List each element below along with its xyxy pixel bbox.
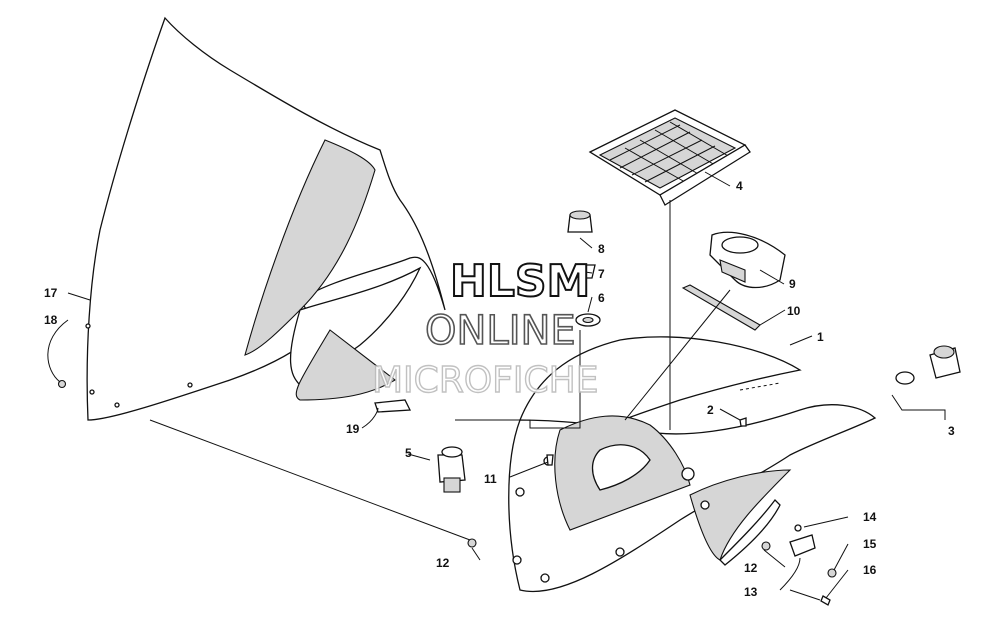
callout-12-left: 12 — [436, 556, 450, 570]
leader-lines — [47, 171, 946, 601]
bracket-part-19 — [374, 399, 412, 413]
nut-part-15 — [827, 568, 837, 578]
callout-15: 15 — [863, 537, 877, 551]
callout-7: 7 — [598, 267, 605, 281]
callout-18: 18 — [44, 313, 58, 327]
callout-11: 11 — [484, 472, 497, 486]
watermark-line-2: ONLINE — [425, 308, 576, 354]
hood-panel — [508, 336, 877, 593]
screw-part-16 — [820, 595, 831, 606]
callout-13: 13 — [744, 585, 758, 599]
callout-5: 5 — [405, 446, 412, 460]
screw-part-11 — [546, 454, 554, 466]
screw-part-2 — [739, 417, 747, 427]
watermark: HLSM ONLINE MICROFICHE — [371, 255, 599, 402]
watermark-line-1: HLSM — [450, 256, 590, 307]
callout-9: 9 — [789, 277, 796, 291]
callout-10: 10 — [787, 304, 801, 318]
nut-part-12a — [467, 538, 477, 548]
callout-2: 2 — [707, 403, 714, 417]
callout-8: 8 — [598, 242, 605, 256]
callout-14: 14 — [863, 510, 877, 524]
clip-part-7 — [582, 264, 596, 279]
callout-12-right: 12 — [744, 561, 758, 575]
gauge-part-9 — [709, 231, 786, 289]
switch-part-5 — [437, 446, 466, 493]
callout-labels: 17 18 19 5 11 12 8 7 6 4 9 10 1 2 3 12 1… — [44, 179, 955, 599]
callout-19: 19 — [346, 422, 360, 436]
gasket-part-10 — [681, 284, 761, 331]
screw-part-14 — [794, 524, 802, 532]
mesh-vent — [588, 109, 751, 206]
grommet-part-6 — [575, 313, 601, 327]
callout-16: 16 — [863, 563, 877, 577]
power-socket-part-3 — [895, 345, 961, 385]
nut-part-12b — [761, 541, 771, 551]
callout-1: 1 — [817, 330, 824, 344]
watermark-line-3: MICROFICHE — [372, 360, 598, 401]
callout-4: 4 — [736, 179, 743, 193]
windshield — [85, 16, 446, 421]
bracket-part-13 — [789, 534, 816, 557]
callout-6: 6 — [598, 291, 605, 305]
nut-part-18 — [57, 379, 67, 389]
callout-3: 3 — [948, 424, 955, 438]
callout-17: 17 — [44, 286, 58, 300]
cap-part-8 — [567, 210, 593, 233]
